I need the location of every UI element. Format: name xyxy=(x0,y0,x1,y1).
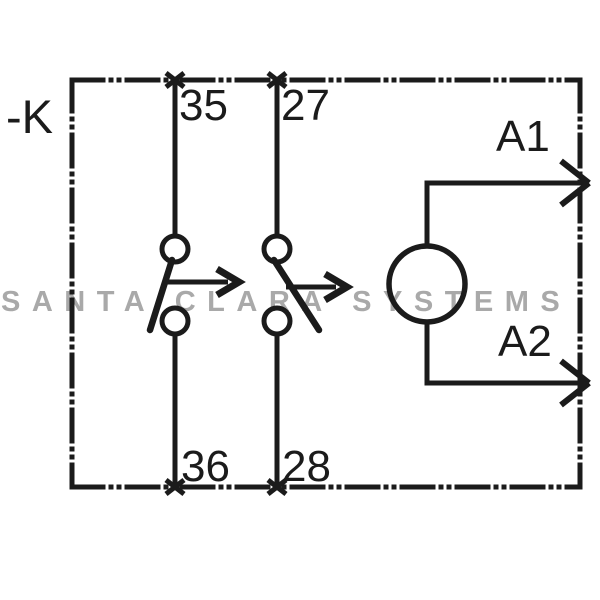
coil-a1-wire xyxy=(424,180,584,246)
contact-1-upper-terminal-circle xyxy=(159,233,191,265)
terminal-label-a2: A2 xyxy=(498,317,552,366)
contact-1-lower-terminal-circle xyxy=(159,305,191,337)
coil-circle xyxy=(386,243,468,325)
device-label: -K xyxy=(6,90,53,143)
terminal-label-36: 36 xyxy=(181,442,230,491)
terminal-label-28: 28 xyxy=(282,442,331,491)
contact-2-upper-terminal-circle xyxy=(261,233,293,265)
contact-2-moving-arm xyxy=(270,256,323,334)
contact-1-moving-arm xyxy=(146,256,176,334)
terminal-label-27: 27 xyxy=(281,81,330,130)
contact-2-symbol xyxy=(261,80,354,487)
contact-1-actuation-arrow-icon xyxy=(215,265,246,299)
contact-1-symbol xyxy=(146,80,246,487)
terminal-label-35: 35 xyxy=(179,81,228,130)
coil-a2-wire xyxy=(424,322,584,386)
outer-bus-ring xyxy=(69,77,583,490)
contact-2-lower-terminal-circle xyxy=(261,305,293,337)
contact-2-actuation-arrow-icon xyxy=(323,270,354,304)
coil-symbol xyxy=(386,158,591,408)
coil-a1-arrow-icon xyxy=(559,158,591,208)
coil-a2-arrow-icon xyxy=(559,358,591,408)
terminal-label-a1: A1 xyxy=(496,112,550,161)
